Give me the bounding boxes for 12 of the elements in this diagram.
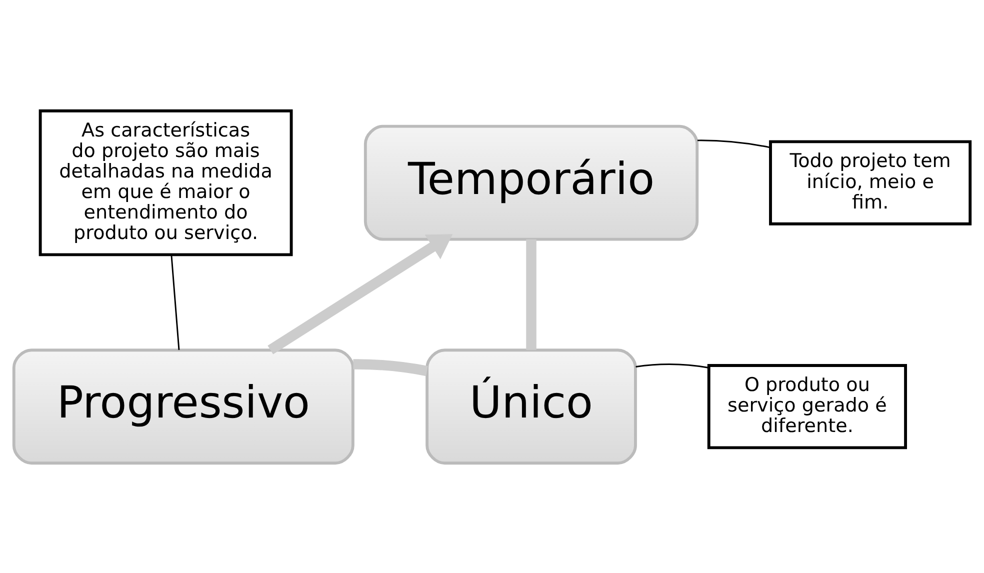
node-box: Progressivo bbox=[12, 348, 354, 464]
node-box: Temporário bbox=[364, 124, 699, 240]
node-box: Todo projeto tem início, meio e fim. bbox=[769, 140, 972, 225]
arrow bbox=[268, 234, 453, 354]
connector bbox=[636, 363, 709, 368]
connector bbox=[697, 139, 771, 148]
node-box: Único bbox=[426, 348, 637, 464]
connector bbox=[170, 254, 180, 350]
connector bbox=[526, 238, 536, 350]
connector bbox=[353, 358, 428, 376]
node-box: O produto ou serviço gerado é diferente. bbox=[707, 364, 907, 449]
node-box: As características do projeto são mais detalhadas na medida em que é maior o entendimento do produto ou serviço. bbox=[38, 108, 293, 256]
